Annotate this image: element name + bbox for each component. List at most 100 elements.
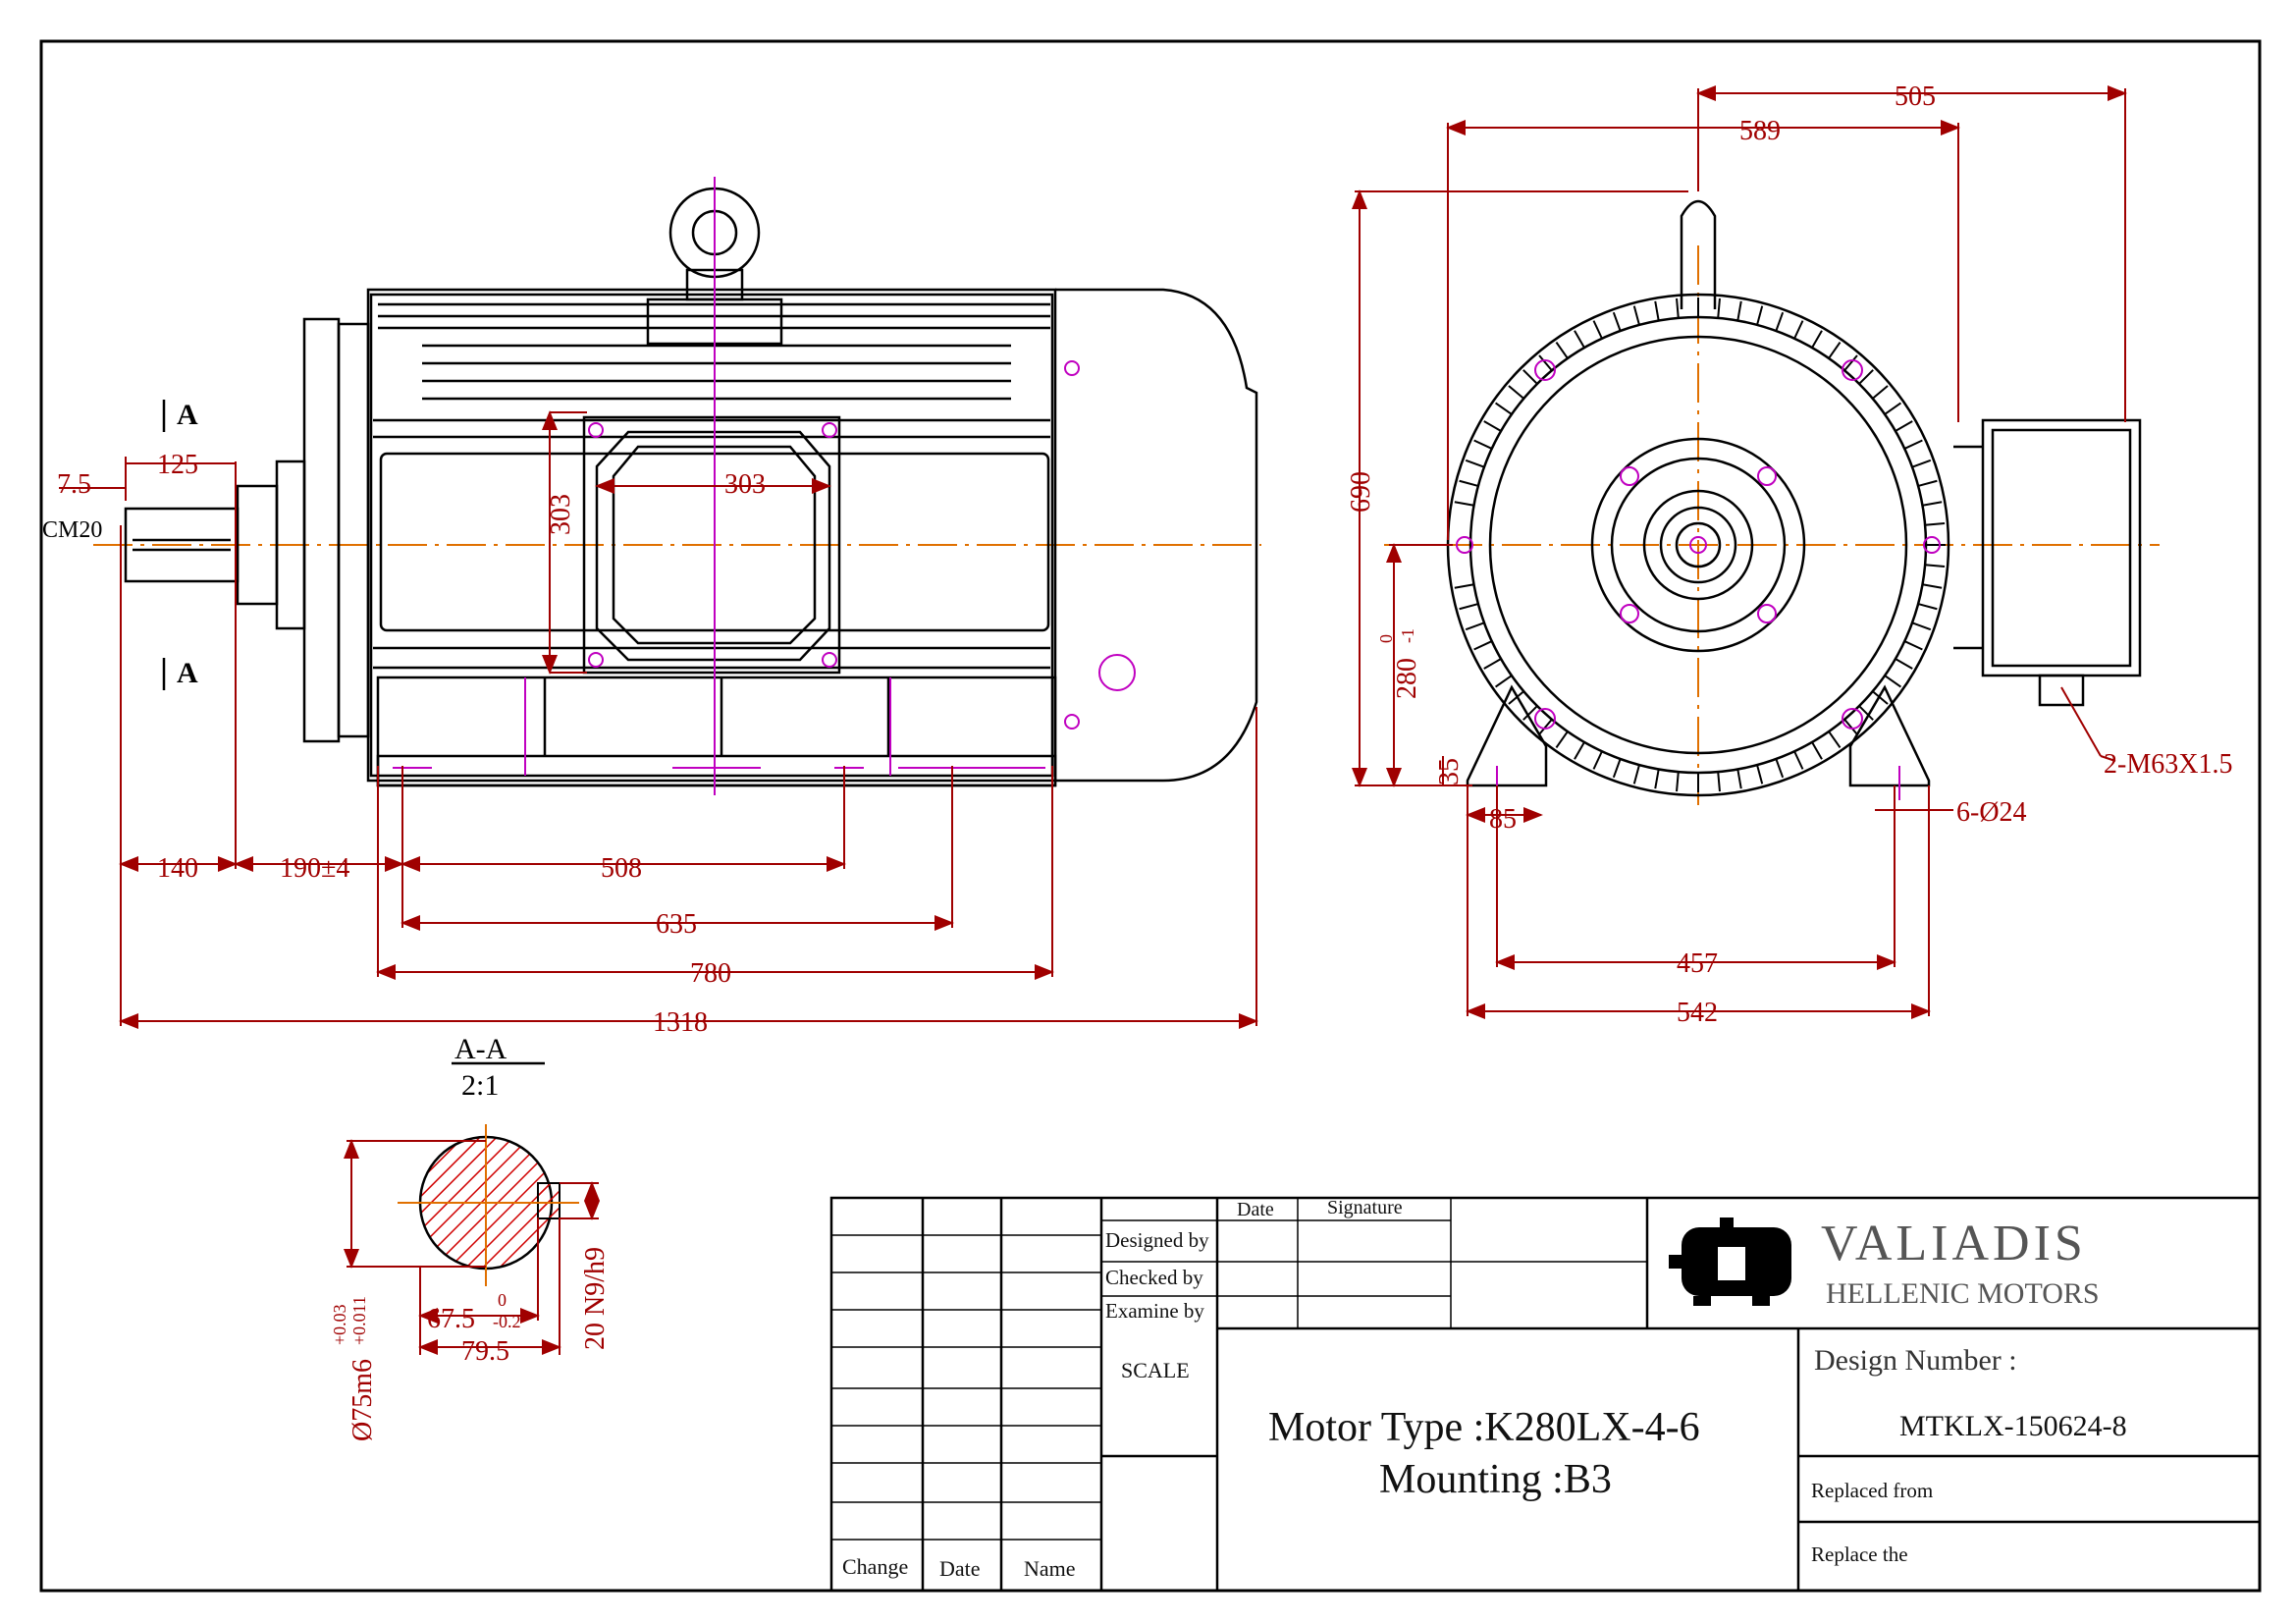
cooling-fin xyxy=(1454,583,1474,589)
cooling-fin xyxy=(1872,385,1889,400)
cooling-fin xyxy=(1483,420,1502,432)
cooling-fin xyxy=(1483,658,1502,670)
dim-280: 280 xyxy=(1392,658,1422,699)
cooling-fin xyxy=(1465,622,1485,631)
dim-foot-holes: 6-Ø24 xyxy=(1956,797,2027,828)
dim-690: 690 xyxy=(1346,471,1376,513)
dim-508: 508 xyxy=(601,853,642,884)
valiadis-logo xyxy=(1669,1217,1791,1306)
cooling-fin xyxy=(1793,320,1804,340)
front-view-labels: 505 589 690 280 0 -1 35 85 457 542 2-M63… xyxy=(1346,81,2232,1028)
rev-header-name: Name xyxy=(1024,1556,1076,1581)
dim-35: 35 xyxy=(1434,758,1465,785)
cooling-fin xyxy=(1522,369,1538,385)
cooling-fin xyxy=(1858,705,1874,721)
cooling-fin xyxy=(1473,439,1493,450)
cooling-fin xyxy=(1843,719,1858,735)
cooling-fin xyxy=(1654,300,1660,321)
cooling-fin xyxy=(1736,300,1742,321)
replace-the: Replace the xyxy=(1811,1542,1908,1566)
cooling-fin xyxy=(1775,311,1785,332)
sign-header-signature: Signature xyxy=(1327,1197,1403,1218)
dim-key-width: 20 N9/h9 xyxy=(580,1247,611,1350)
cooling-fin xyxy=(1811,330,1823,349)
dim-635: 635 xyxy=(656,909,697,940)
cooling-fin xyxy=(1495,402,1513,415)
cooling-fin xyxy=(1508,385,1524,400)
design-number-label: Design Number : xyxy=(1814,1344,2017,1377)
cooling-fin xyxy=(1473,640,1493,651)
cooling-fin xyxy=(1717,772,1721,792)
cooling-fin xyxy=(1495,675,1513,688)
cooling-fin xyxy=(1922,501,1943,507)
cooling-fin xyxy=(1717,298,1721,318)
section-scale: 2:1 xyxy=(461,1069,499,1102)
cooling-fin xyxy=(1895,658,1913,670)
cooling-fin xyxy=(1922,583,1943,589)
design-number: MTKLX-150624-8 xyxy=(1899,1410,2127,1442)
cooling-fin xyxy=(1632,764,1640,784)
sign-header-date: Date xyxy=(1237,1199,1274,1220)
role-examine-by: Examine by xyxy=(1105,1299,1204,1323)
dim-shaft-tol-upper: +0.03 xyxy=(330,1304,349,1345)
dim-cable-gland: 2-M63X1.5 xyxy=(2104,749,2232,780)
cooling-fin xyxy=(1756,305,1764,326)
cooling-fin xyxy=(1459,603,1479,611)
cooling-fin xyxy=(1592,750,1603,770)
motor-type: Motor Type :K280LX-4-6 xyxy=(1268,1405,1700,1450)
company-name: VALIADIS xyxy=(1821,1216,2087,1271)
dim-140: 140 xyxy=(157,853,198,884)
cooling-fin xyxy=(1884,402,1901,415)
cooling-fin xyxy=(1872,690,1889,705)
dim-125: 125 xyxy=(157,450,198,480)
cooling-fin xyxy=(1895,420,1913,432)
cooling-fin xyxy=(1612,311,1622,332)
cooling-fin xyxy=(1522,705,1538,721)
section-dimensions xyxy=(344,1139,600,1355)
front-view xyxy=(1384,199,2160,805)
dim-589: 589 xyxy=(1739,116,1781,146)
dim-67-5-tol-lower: -0.2 xyxy=(493,1312,521,1331)
cooling-fin xyxy=(1454,501,1474,507)
cooling-fin xyxy=(1592,320,1603,340)
cooling-fin xyxy=(1811,741,1823,760)
dim-67-5: 67.5 xyxy=(427,1304,475,1334)
cooling-fin xyxy=(1911,622,1932,631)
title-block-text: Change Date Name Date Signature Designed… xyxy=(842,1197,2127,1581)
section-marker-bottom: A xyxy=(177,657,198,689)
side-view-dimensions xyxy=(59,410,1258,1029)
cooling-fin xyxy=(1911,459,1932,468)
front-view-marks xyxy=(1456,359,1941,800)
dim-1318: 1318 xyxy=(653,1007,708,1038)
front-view-dimensions xyxy=(1352,85,2127,1019)
side-view-labels: 7.5 125 CM20 303 303 140 190±4 508 635 7… xyxy=(42,450,766,1038)
cooling-fin xyxy=(1903,439,1923,450)
dim-505: 505 xyxy=(1895,81,1936,112)
section-name: A-A xyxy=(454,1033,507,1065)
cooling-fin xyxy=(1884,675,1901,688)
dim-shaft-diameter: Ø75m6 xyxy=(347,1359,378,1441)
cooling-fin xyxy=(1574,330,1585,349)
dim-280-tol-upper: 0 xyxy=(1376,634,1396,643)
cooling-fin xyxy=(1632,305,1640,326)
company-subtitle: HELLENIC MOTORS xyxy=(1826,1277,2100,1310)
cooling-fin xyxy=(1925,522,1946,526)
role-checked-by: Checked by xyxy=(1105,1266,1203,1289)
section-labels: Ø75m6 +0.03 +0.011 67.5 0 -0.2 79.5 20 N… xyxy=(330,1247,611,1441)
cooling-fin xyxy=(1917,479,1938,487)
cooling-fin xyxy=(1676,298,1680,318)
section-a-a xyxy=(398,1061,579,1286)
cooling-fin xyxy=(1459,479,1479,487)
dim-303-horizontal: 303 xyxy=(724,469,766,500)
cooling-fin xyxy=(1925,564,1946,568)
replaced-from: Replaced from xyxy=(1811,1479,1933,1502)
title-block-thin xyxy=(831,1198,1647,1541)
dim-7-5: 7.5 xyxy=(57,469,91,500)
section-marker-top: A xyxy=(177,399,198,431)
cooling-fin xyxy=(1654,769,1660,789)
dim-780: 780 xyxy=(690,958,731,989)
cooling-fin xyxy=(1574,741,1585,760)
dim-280-tol-lower: -1 xyxy=(1398,628,1417,643)
rev-header-date: Date xyxy=(939,1556,981,1581)
